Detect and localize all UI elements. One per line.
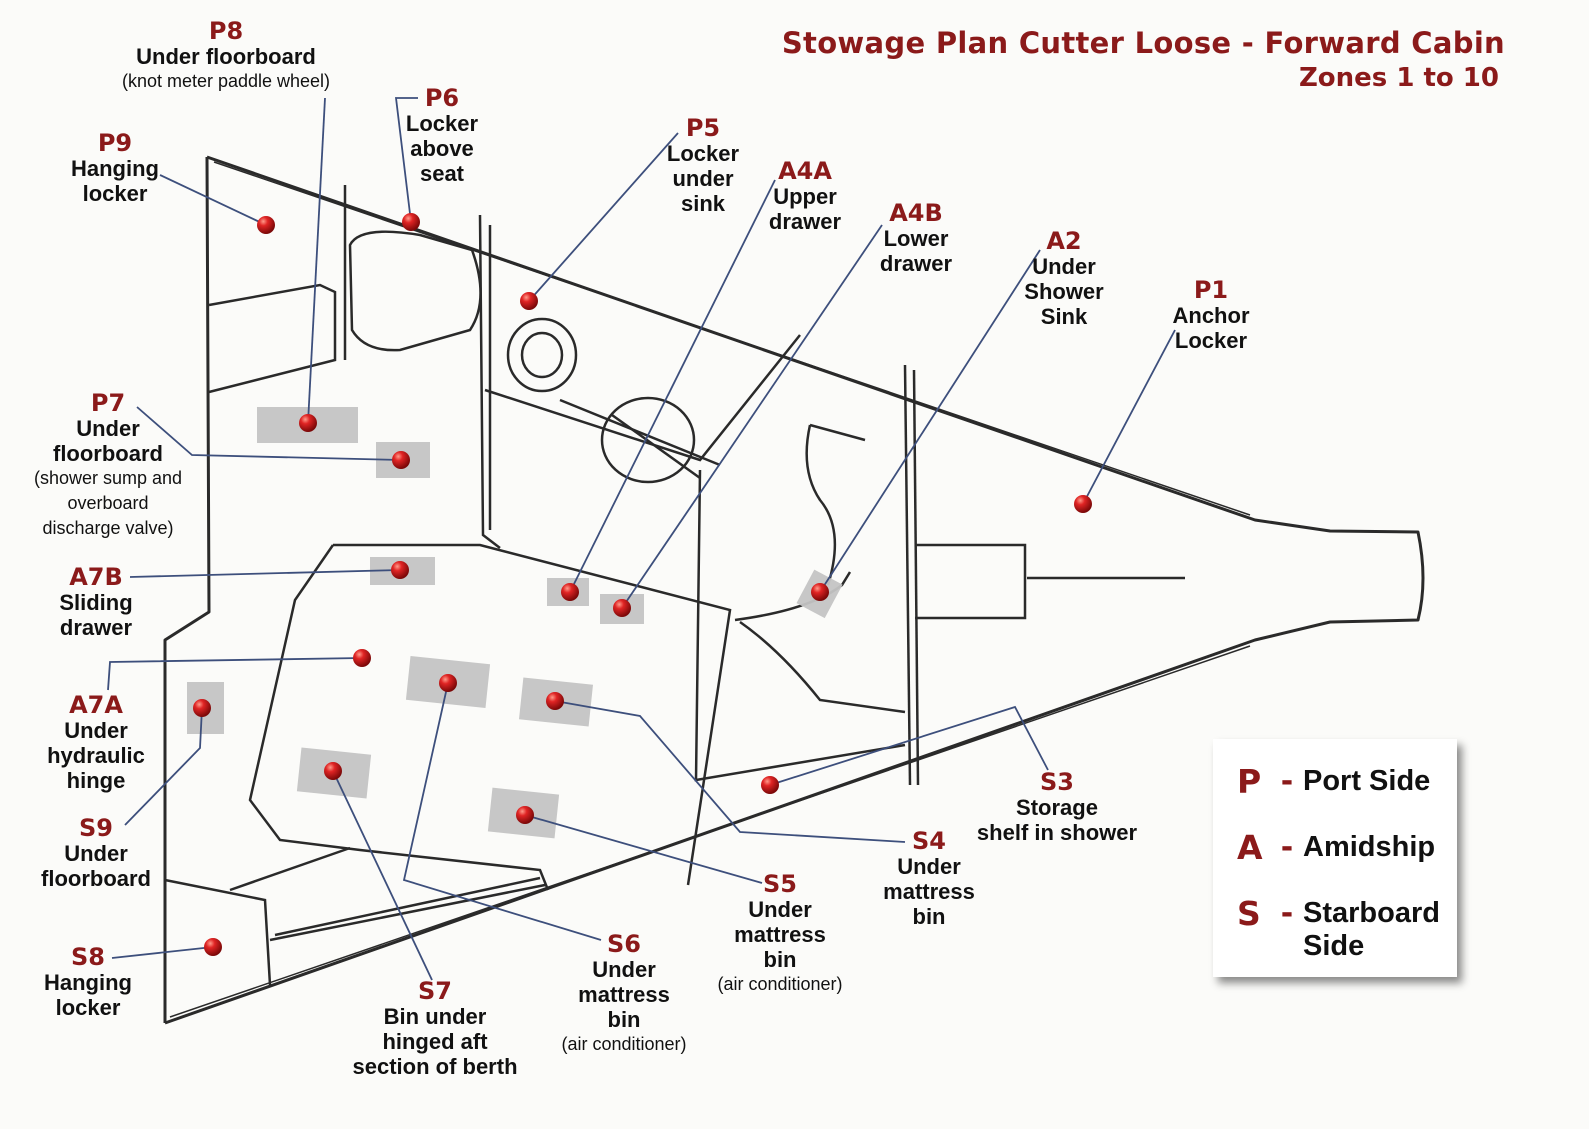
label-code: A7B: [69, 563, 123, 591]
page-subtitle: Zones 1 to 10: [1298, 63, 1499, 93]
label-desc: Storage shelf in shower: [976, 795, 1138, 845]
label-code: P1: [1193, 276, 1229, 304]
label-code: S7: [418, 977, 452, 1005]
marker-p7: [392, 451, 410, 469]
label-code: A4B: [889, 199, 943, 227]
marker-p6: [402, 213, 420, 231]
label-s7: S7 Bin under hinged aft section of berth: [352, 977, 518, 1080]
legend-row-amidship: A - Amidship: [1237, 831, 1435, 865]
label-code: P8: [208, 17, 244, 45]
label-desc: Under mattress bin: [883, 854, 975, 929]
marker-s4: [546, 692, 564, 710]
legend-dash: -: [1280, 830, 1294, 865]
label-code: S9: [79, 814, 113, 842]
label-p1: P1 Anchor Locker: [1172, 276, 1250, 354]
label-code: P5: [685, 114, 721, 142]
zone-highlights: [187, 407, 843, 839]
label-desc: Under floorboard: [136, 44, 316, 69]
label-note: (knot meter paddle wheel): [121, 71, 331, 91]
label-code: P6: [424, 84, 460, 112]
marker-a4b: [613, 599, 631, 617]
marker-s7: [324, 762, 342, 780]
marker-p8: [299, 414, 317, 432]
label-code: S4: [912, 827, 946, 855]
label-desc: Sliding drawer: [59, 590, 133, 640]
marker-s8: [204, 938, 222, 956]
marker-p5: [520, 292, 538, 310]
legend-dash: -: [1280, 896, 1294, 931]
label-p9: P9 Hanging locker: [71, 129, 159, 207]
label-code: A2: [1046, 227, 1082, 255]
label-code: P7: [90, 389, 126, 417]
legend-row-starboard: S - Starboard Side: [1237, 897, 1440, 963]
label-s8: S8 Hanging locker: [44, 943, 132, 1021]
zone-markers: [193, 213, 1092, 956]
label-desc: Under hydraulic hinge: [47, 718, 145, 793]
label-desc: Under mattress bin: [578, 957, 670, 1032]
label-desc: Under mattress bin: [734, 897, 826, 972]
marker-a2: [811, 583, 829, 601]
label-a4b: A4B Lower drawer: [879, 199, 953, 277]
page-title: Stowage Plan Cutter Loose - Forward Cabi…: [781, 26, 1505, 60]
legend-dash: -: [1280, 764, 1294, 799]
label-desc: Lower drawer: [879, 226, 953, 276]
label-code: S6: [607, 930, 641, 958]
label-desc: Hanging locker: [71, 156, 159, 206]
marker-a7a: [353, 649, 371, 667]
legend-row-port: P - Port Side: [1237, 765, 1430, 799]
legend-letter: S: [1237, 894, 1261, 933]
label-p5: P5 Locker under sink: [666, 114, 740, 217]
label-desc: Locker above seat: [405, 111, 479, 186]
marker-a4a: [561, 583, 579, 601]
marker-p1: [1074, 495, 1092, 513]
marker-s3: [761, 776, 779, 794]
marker-p9: [257, 216, 275, 234]
legend-letter: P: [1237, 762, 1262, 801]
label-p6: P6 Locker above seat: [405, 84, 479, 187]
label-s3: S3 Storage shelf in shower: [976, 768, 1138, 846]
legend-word: Port Side: [1303, 765, 1431, 797]
label-desc: Upper drawer: [768, 184, 842, 234]
label-s5: S5 Under mattress bin (air conditioner): [717, 872, 842, 997]
legend-letter: A: [1237, 828, 1263, 867]
label-a2: A2 Under Shower Sink: [1024, 227, 1104, 330]
label-desc: Anchor Locker: [1172, 303, 1250, 353]
label-desc: Hanging locker: [44, 970, 132, 1020]
label-code: S8: [71, 943, 105, 971]
label-a7a: A7A Under hydraulic hinge: [47, 691, 145, 794]
label-desc: Bin under hinged aft section of berth: [352, 1004, 518, 1079]
label-a7b: A7B Sliding drawer: [59, 563, 133, 641]
label-note: (air conditioner): [717, 974, 843, 994]
legend-word: Amidship: [1303, 831, 1436, 863]
label-a4a: A4A Upper drawer: [768, 157, 842, 235]
marker-s6: [439, 674, 457, 692]
label-code: A7A: [69, 691, 123, 719]
label-desc: Locker under sink: [666, 141, 740, 216]
label-desc: Under floorboard: [41, 841, 151, 891]
marker-s5: [516, 806, 534, 824]
label-p8: P8 Under floorboard (knot meter paddle w…: [122, 19, 330, 94]
label-note: (shower sump and overboard discharge val…: [33, 468, 183, 538]
marker-a7b: [391, 561, 409, 579]
legend-word: Starboard Side: [1303, 897, 1440, 962]
label-s6: S6 Under mattress bin (air conditioner): [561, 932, 686, 1057]
label-code: S3: [1040, 768, 1074, 796]
label-p7: P7 Under floorboard (shower sump and ove…: [34, 391, 182, 541]
label-note: (air conditioner): [561, 1034, 687, 1054]
hull-outline: [163, 155, 1425, 1025]
label-code: S5: [763, 870, 797, 898]
leader-lines: [107, 97, 1176, 981]
label-desc: Under floorboard: [52, 416, 163, 466]
label-s4: S4 Under mattress bin: [883, 827, 975, 930]
marker-s9: [193, 699, 211, 717]
label-code: P9: [97, 129, 133, 157]
label-s9: S9 Under floorboard: [41, 814, 151, 892]
legend-box: P - Port Side A - Amidship S - Starboard…: [1213, 739, 1457, 977]
label-code: A4A: [778, 157, 832, 185]
label-desc: Under Shower Sink: [1024, 254, 1104, 329]
